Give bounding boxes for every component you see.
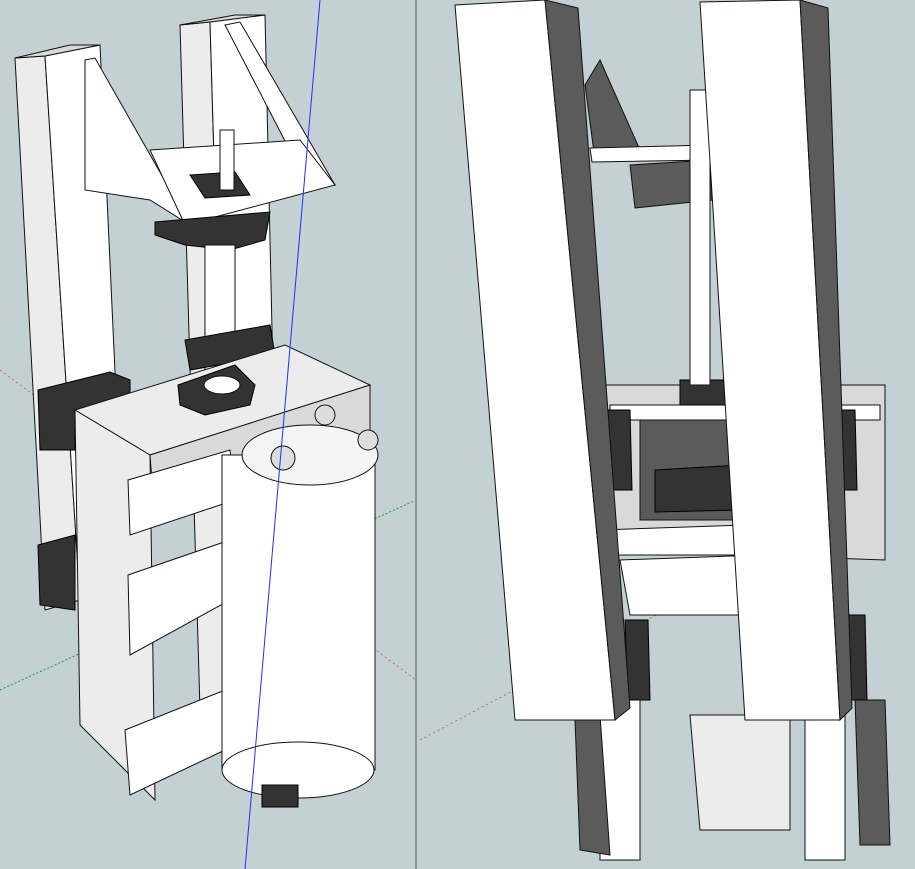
right-viewport[interactable] (419, 0, 891, 861)
left-viewport[interactable] (0, 0, 417, 869)
cable-gland-icon (357, 429, 379, 451)
lead-screw[interactable] (689, 89, 711, 386)
motor-bracket[interactable] (584, 58, 641, 161)
left-beam[interactable] (454, 0, 631, 721)
linear-rod[interactable] (804, 699, 846, 861)
right-beam[interactable] (699, 0, 853, 722)
screw-top (219, 129, 235, 191)
cable-gland-icon (314, 404, 336, 426)
blue-axis (244, 0, 321, 869)
spindle-motor[interactable] (221, 404, 379, 808)
bearing-block[interactable] (37, 534, 76, 611)
connector-icon (270, 445, 296, 471)
